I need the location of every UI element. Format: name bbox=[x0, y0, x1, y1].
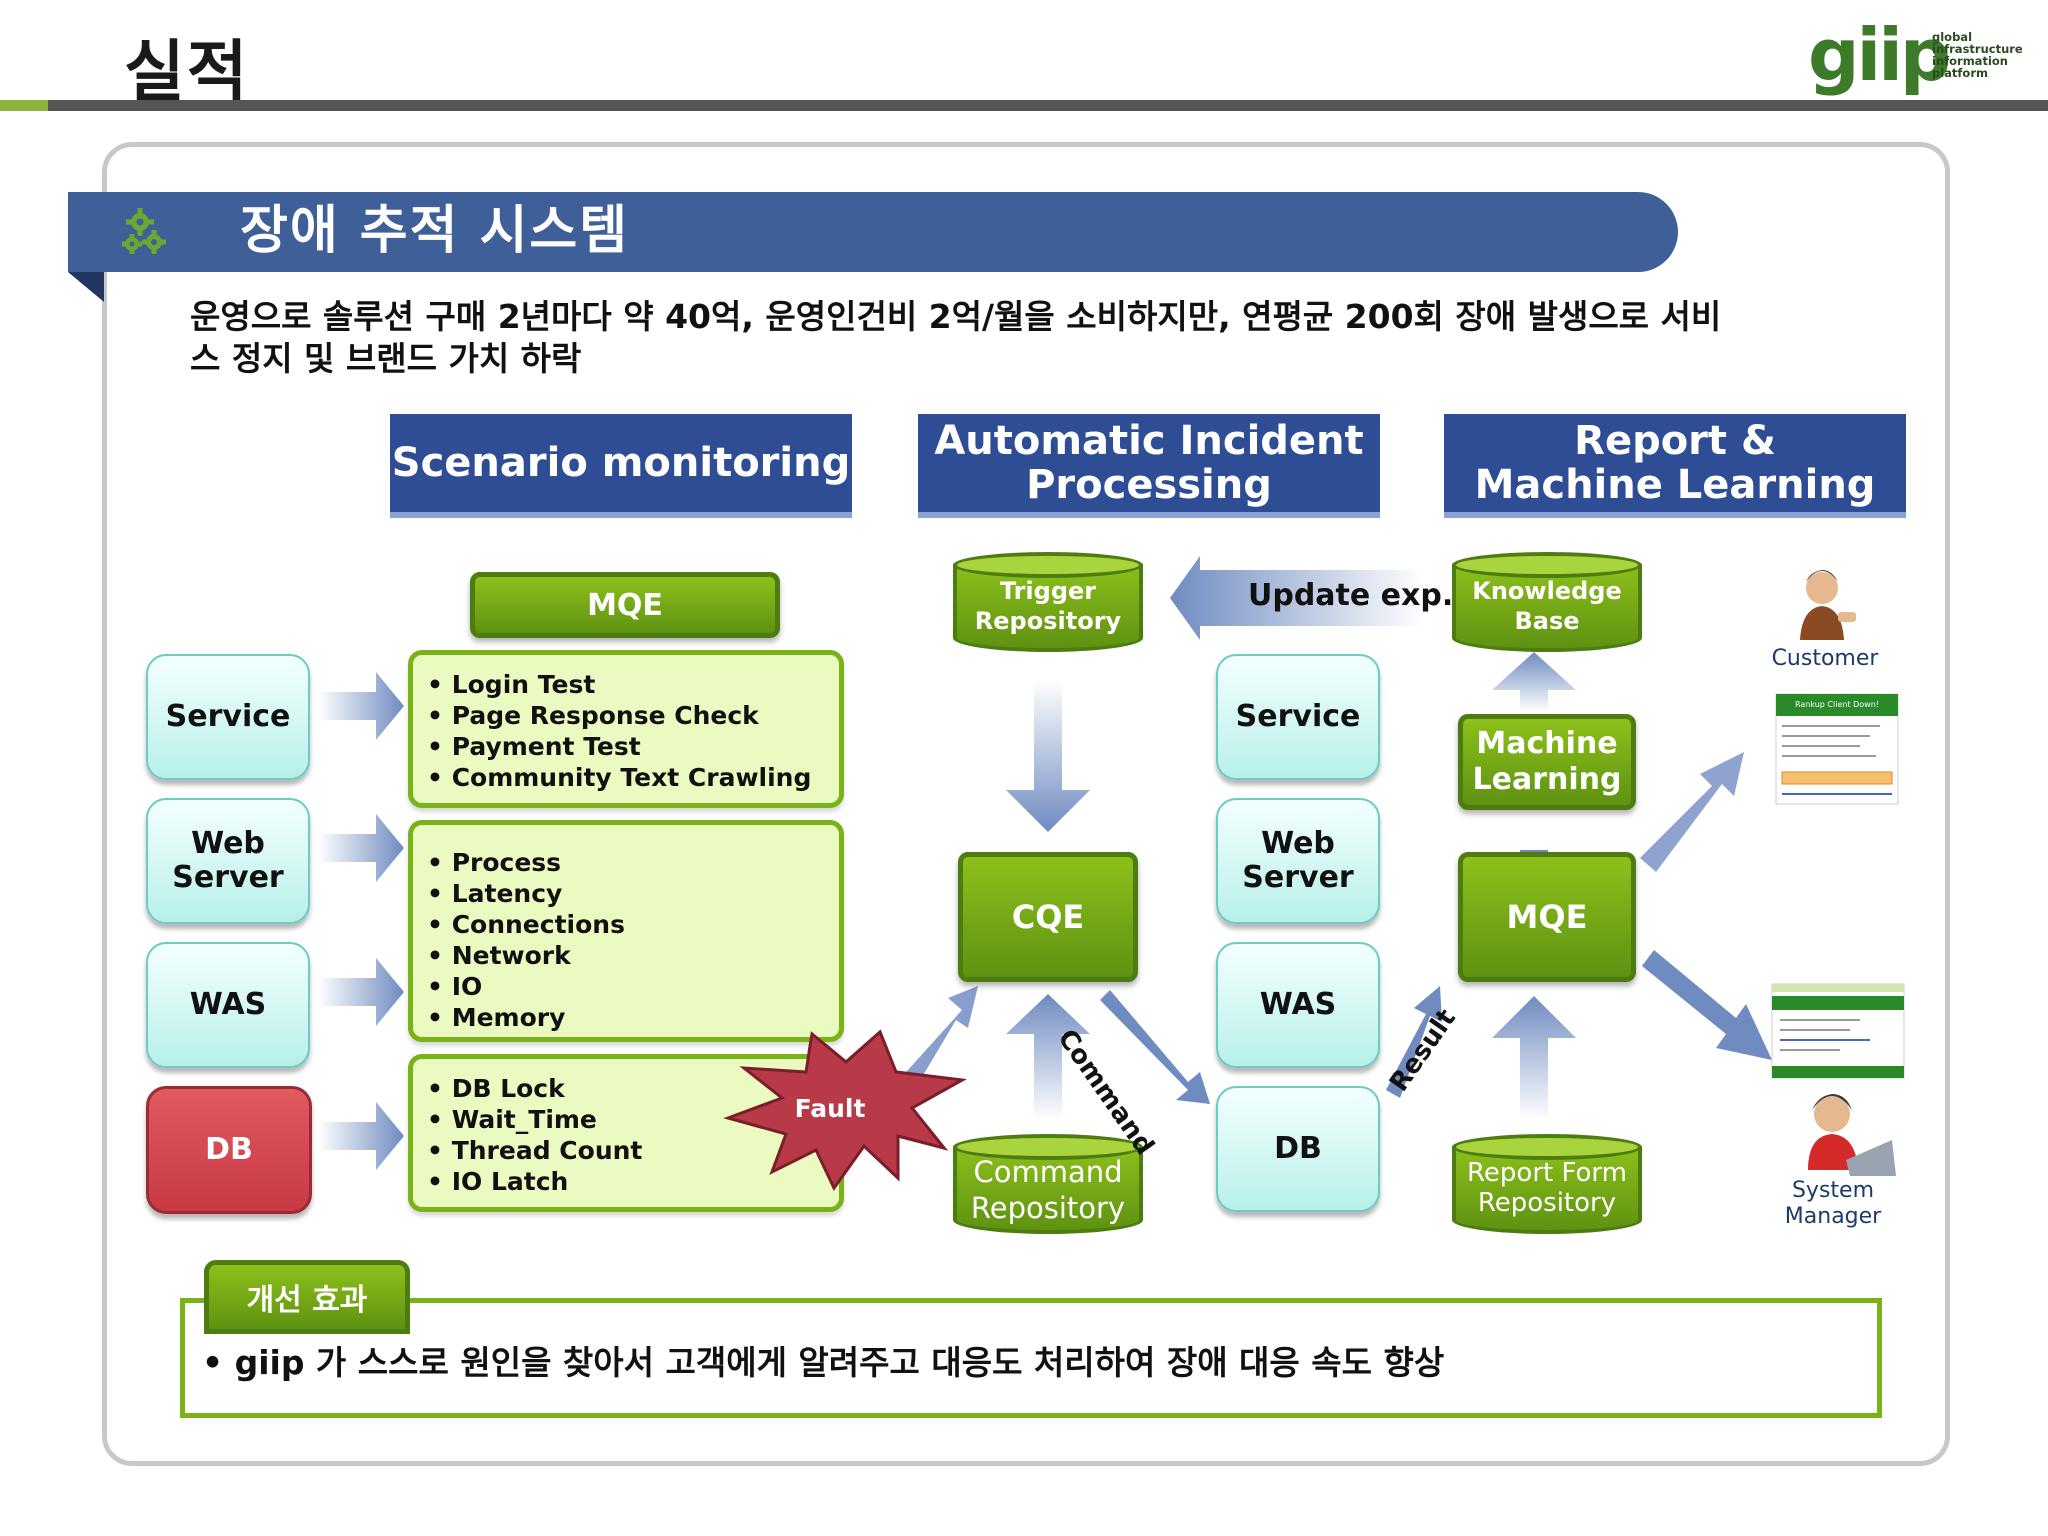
mqe-left[interactable]: MQE bbox=[470, 572, 780, 638]
effect-tab: 개선 효과 bbox=[204, 1260, 410, 1334]
check-item: Community Text Crawling bbox=[449, 762, 839, 793]
page-title: 실적 bbox=[124, 33, 250, 110]
check-item: Memory bbox=[449, 1002, 839, 1033]
check-item: Page Response Check bbox=[449, 700, 839, 731]
arrow-diag-command bbox=[1100, 990, 1210, 1104]
check-item: IO Latch bbox=[449, 1166, 839, 1197]
customer-label: Customer bbox=[1771, 646, 1879, 671]
mqe-right[interactable]: MQE bbox=[1458, 852, 1636, 982]
arrow-up-ml-kb bbox=[1492, 652, 1576, 712]
target-service[interactable]: Service bbox=[1216, 654, 1380, 780]
target-was[interactable]: WAS bbox=[1216, 942, 1380, 1068]
monitor-db-fault[interactable]: DB bbox=[146, 1086, 312, 1214]
header-report-ml: Report & Machine Learning bbox=[1444, 414, 1906, 512]
report-form-repository-label: Report Form Repository bbox=[1467, 1158, 1627, 1218]
check-item: IO bbox=[449, 971, 839, 1002]
check-item: Thread Count bbox=[449, 1135, 839, 1166]
logo-tagline: global infrastructure information platfo… bbox=[1932, 30, 2023, 80]
check-item: Payment Test bbox=[449, 731, 839, 762]
top-divider-accent bbox=[0, 100, 48, 111]
arrow-right-3 bbox=[318, 958, 404, 1026]
top-divider bbox=[0, 100, 2048, 111]
arrow-right-4 bbox=[318, 1102, 404, 1170]
gears-icon bbox=[122, 208, 166, 254]
report-form-repository[interactable]: Report Form Repository bbox=[1452, 1134, 1642, 1234]
arrow-right-2 bbox=[318, 814, 404, 882]
machine-learning[interactable]: Machine Learning bbox=[1458, 714, 1636, 810]
target-web-server[interactable]: Web Server bbox=[1216, 798, 1380, 924]
section-title: 장애 추적 시스템 bbox=[240, 201, 630, 261]
monitor-service[interactable]: Service bbox=[146, 654, 310, 780]
arrow-diag-manager bbox=[1642, 950, 1772, 1060]
arrow-left-update bbox=[1170, 556, 1424, 640]
arrow-diag-result bbox=[1386, 986, 1442, 1098]
trigger-repository-label: Trigger Repository bbox=[974, 577, 1122, 635]
arrow-up-mqe-ml bbox=[1520, 850, 1548, 852]
arrow-up-report-mqe bbox=[1492, 996, 1576, 1120]
section-intro: 운영으로 솔루션 구매 2년마다 약 40억, 운영인건비 2억/월을 소비하지… bbox=[190, 297, 1722, 378]
check-item: Network bbox=[449, 940, 839, 971]
check-item: Connections bbox=[449, 909, 839, 940]
arrow-right-1 bbox=[318, 672, 404, 740]
knowledge-base-label: Knowledge Base bbox=[1472, 577, 1622, 635]
check-item: Login Test bbox=[449, 669, 839, 700]
arrow-diag-customer bbox=[1640, 752, 1744, 872]
arrow-down-trigger-cqe bbox=[1006, 680, 1090, 832]
monitor-was[interactable]: WAS bbox=[146, 942, 310, 1068]
system-manager-label: System Manager bbox=[1784, 1178, 1882, 1229]
command-repository[interactable]: Command Repository bbox=[953, 1134, 1143, 1234]
effect-text: • giip 가 스스로 원인을 찾아서 고객에게 알려주고 대응도 처리하여 … bbox=[202, 1343, 1445, 1382]
arrow-up-command-cqe bbox=[1006, 994, 1090, 1120]
logo-wordmark: giip bbox=[1808, 13, 1951, 97]
update-exp-label: Update exp. bbox=[1248, 578, 1454, 613]
header-scenario-monitoring: Scenario monitoring bbox=[390, 414, 852, 512]
fault-label: Fault bbox=[794, 1094, 866, 1123]
check-item: Latency bbox=[449, 878, 839, 909]
checklist-service: Login Test Page Response Check Payment T… bbox=[408, 650, 844, 808]
header-automatic-incident: Automatic Incident Processing bbox=[918, 414, 1380, 512]
banner-fold bbox=[68, 272, 104, 302]
report-thumbnail-title: Rankup Client Down! bbox=[1794, 700, 1879, 709]
checklist-db: DB Lock Wait_Time Thread Count IO Latch bbox=[408, 1054, 844, 1212]
monitor-web-server[interactable]: Web Server bbox=[146, 798, 310, 924]
cqe-engine[interactable]: CQE bbox=[958, 852, 1138, 982]
section-banner bbox=[68, 192, 1678, 272]
check-item: Process bbox=[449, 847, 839, 878]
target-db[interactable]: DB bbox=[1216, 1086, 1380, 1212]
check-item: DB Lock bbox=[449, 1073, 839, 1104]
giip-logo: giip global infrastructure information p… bbox=[1808, 13, 2023, 97]
command-repository-label: Command Repository bbox=[970, 1155, 1126, 1225]
checklist-server: Process Latency Connections Network IO M… bbox=[408, 820, 844, 1042]
knowledge-base[interactable]: Knowledge Base bbox=[1452, 552, 1642, 652]
check-item: Wait_Time bbox=[449, 1104, 839, 1135]
effect-box bbox=[180, 1298, 1882, 1418]
trigger-repository[interactable]: Trigger Repository bbox=[953, 552, 1143, 652]
